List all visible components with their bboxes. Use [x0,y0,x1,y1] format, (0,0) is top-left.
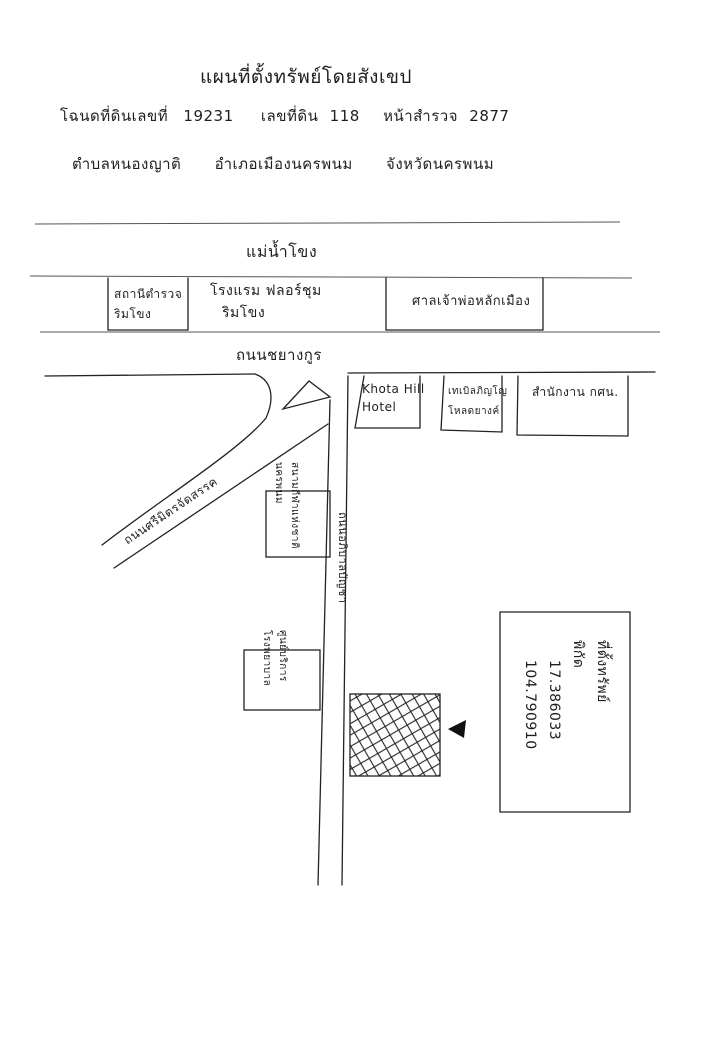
building-box-3 [385,277,544,331]
survey-label: หน้าสำรวจ [383,107,458,125]
road-vert-label: ถนนอภิบาลบัญชา [336,512,349,604]
building-left1-line2: นครพนม [273,462,284,504]
building-2-line1: โรงแรม ฟลอร์ชุม [210,283,322,299]
building-mid2: เทเบิลภิญโญ โหลดยางค์ [448,382,507,422]
building-box-mid3 [516,375,629,437]
building-left2: ศูนย์บริการ โรงพยาบาล [258,630,290,686]
map-title: แผนที่ตั้งทรัพย์โดยสังเขป [200,66,412,88]
building-3-line1: ศาลเจ้าพ่อหลักเมือง [412,294,531,309]
deed-label: โฉนดที่ดินเลขที่ [60,107,169,125]
building-left1: สนามกีฬาแห่งชาติ นครพนม [270,462,302,549]
river-bank-bottom [29,275,633,279]
survey-number: 2877 [469,107,510,125]
deed-number: 19231 [183,107,234,125]
building-box-left1 [265,490,331,558]
property-lon: 104.790910 [522,660,538,750]
building-left2-line1: ศูนย์บริการ [277,630,288,682]
road-diag-bottom [113,423,329,569]
building-1: สถานีตำรวจ ริมโขง [114,284,182,324]
property-info: ที่ตั้งทรัพย์ พิกัด 17.386033 104.790910 [518,640,614,750]
building-khota: Khota Hill Hotel [362,380,425,416]
building-mid3-line1: สำนักงาน กศน. [532,385,619,399]
property-title: ที่ตั้งทรัพย์ [594,640,610,703]
building-2: โรงแรม ฟลอร์ชุม ริมโขง [210,280,322,324]
land-number: 118 [329,107,360,125]
property-parcel [349,693,441,777]
building-left1-line1: สนามกีฬาแห่งชาติ [289,462,300,549]
province: จังหวัดนครพนม [386,155,495,173]
traffic-island [281,380,332,411]
building-left2-line2: โรงพยาบาล [261,630,272,687]
property-lat: 17.386033 [546,660,562,741]
building-3: ศาลเจ้าพ่อหลักเมือง [412,290,530,311]
building-khota-line2: Hotel [362,400,397,414]
district: อำเภอเมืองนครพนม [214,155,353,173]
land-label: เลขที่ดิน [260,107,319,125]
building-khota-line1: Khota Hill [362,382,425,396]
deed-line: โฉนดที่ดินเลขที่ 19231 เลขที่ดิน 118 หน้… [60,104,509,128]
river-bank-top [34,221,621,225]
building-box-left2 [243,649,321,711]
property-info-box [499,611,631,813]
building-mid2-line2: โหลดยางค์ [448,406,500,417]
road-main-bottom-right [347,371,656,374]
building-mid2-line1: เทเบิลภิญโญ [448,386,508,397]
building-box-1 [107,277,189,331]
road-main-label: ถนนชยางกูร [236,346,322,364]
building-2-line2: ริมโขง [222,305,266,321]
building-box-khota [354,375,421,429]
property-arrow-icon [448,720,466,738]
building-box-mid2 [440,375,503,433]
building-1-line1: สถานีตำรวจ [114,287,183,301]
property-coord-label: พิกัด [570,640,586,669]
building-1-line2: ริมโขง [114,307,152,321]
building-mid3: สำนักงาน กศน. [532,383,619,402]
road-vert-left [317,399,331,886]
road-vert-right [341,375,349,886]
river-label: แม่น้ำโขง [246,242,318,261]
road-diag-top [101,373,272,546]
subdistrict: ตำบลหนองญาติ [72,155,182,173]
location-line: ตำบลหนองญาติ อำเภอเมืองนครพนม จังหวัดนคร… [72,152,494,176]
road-main-bottom-left [44,373,256,377]
